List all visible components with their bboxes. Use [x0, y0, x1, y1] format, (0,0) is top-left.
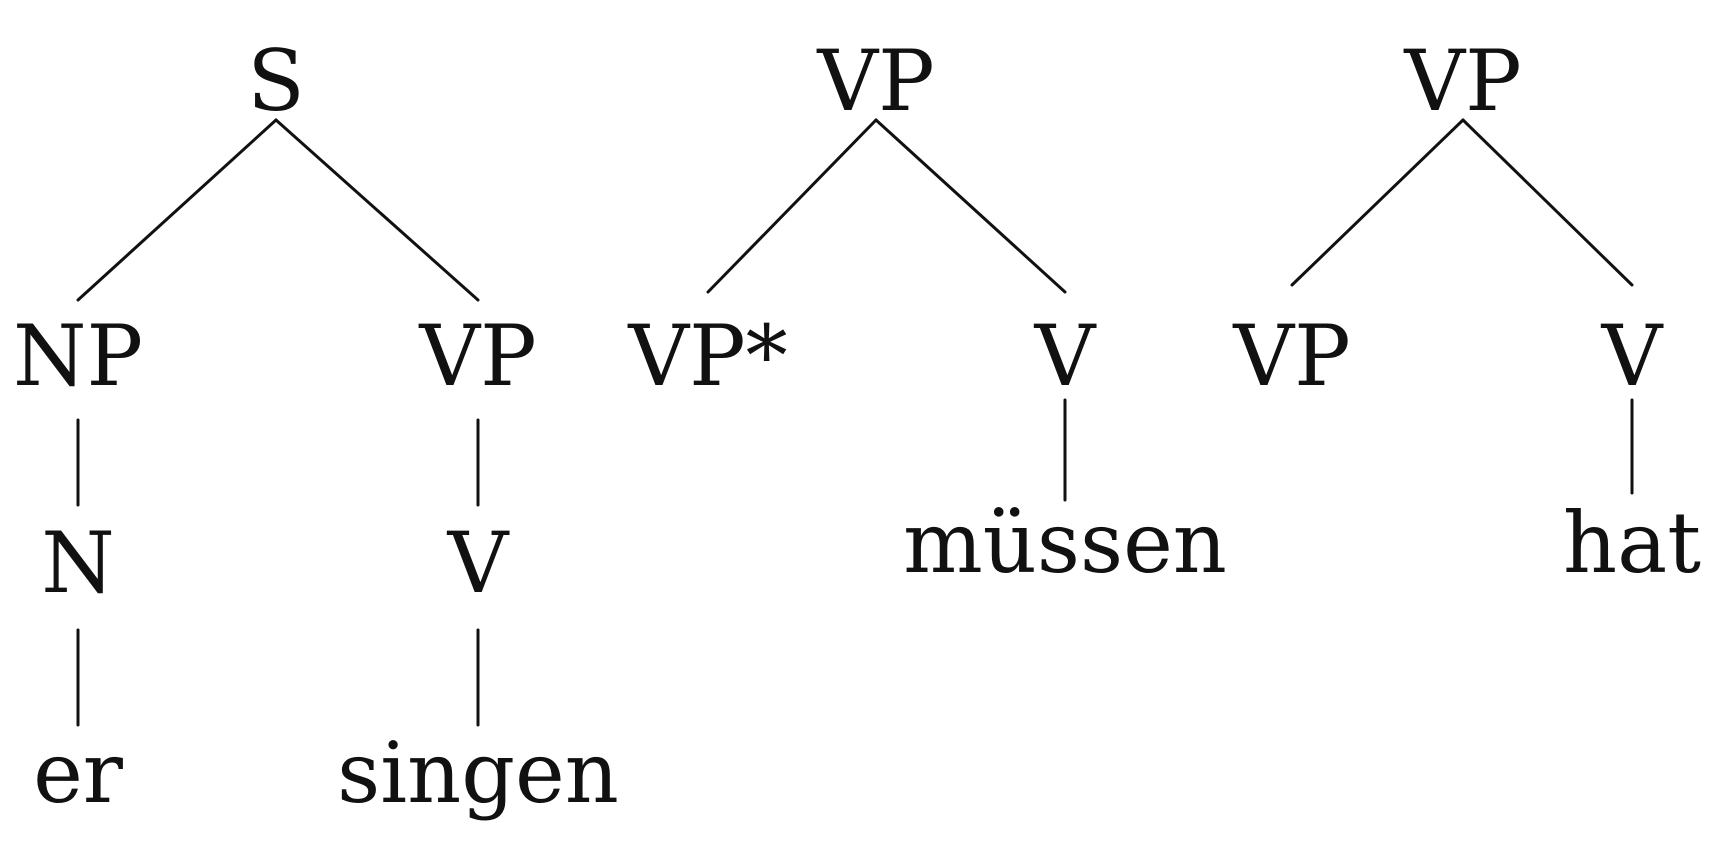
- tree-node-t3-v: V: [1601, 307, 1664, 405]
- tree-edge-t2-vp-to-t2-v: [874, 118, 1067, 294]
- tree-node-t1-np: NP: [13, 307, 143, 405]
- tree-edges: [76, 118, 1634, 727]
- tree-node-t1-s: S: [247, 32, 305, 130]
- tree-edge-t2-vp-to-t2-vpstar: [706, 118, 878, 294]
- tree-edge-t1-s-to-t1-np: [76, 118, 278, 302]
- tree-node-t3-vp: VP: [1403, 32, 1521, 130]
- tree-edge-t1-s-to-t1-vp: [274, 118, 480, 302]
- tree-node-t3-vp-child: VP: [1232, 307, 1350, 405]
- tree-node-t3-hat: hat: [1563, 494, 1701, 592]
- tree-node-t1-vp: VP: [418, 307, 536, 405]
- tree-node-t1-v: V: [447, 514, 510, 612]
- tree-node-t1-er: er: [33, 724, 124, 822]
- tree-node-t1-singen: singen: [337, 724, 619, 822]
- tree-node-t2-vp: VP: [816, 32, 934, 130]
- tree-edge-t3-vp-to-t3-vp-child: [1290, 118, 1465, 287]
- tree-node-t1-n: N: [41, 514, 115, 612]
- tree-edge-t3-vp-to-t3-v: [1461, 118, 1634, 287]
- tree-node-t2-vpstar: VP*: [627, 307, 787, 405]
- tree-node-t2-v: V: [1034, 307, 1097, 405]
- tree-node-t2-muessen: müssen: [903, 494, 1227, 592]
